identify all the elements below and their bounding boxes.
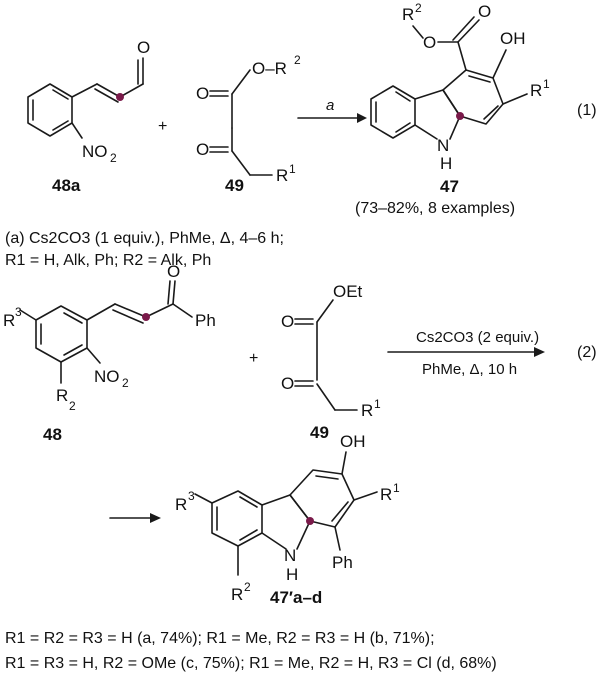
ester-O-R2: O–R [252, 59, 287, 78]
substituent-R3: R [175, 495, 187, 514]
reactive-site-marker [116, 93, 124, 101]
atom-O: O [196, 140, 209, 159]
substituent-R2: R [56, 386, 68, 405]
conditions-line-2: R1 = H, Alk, Ph; R2 = Alk, Ph [5, 252, 211, 269]
molecule-47-prime: R 3 R 2 N H OH R 1 Ph 47′a–d [175, 432, 400, 607]
conditions-block-1: (a) Cs2CO3 (1 equiv.), PhMe, Δ, 4–6 h; R… [5, 230, 284, 269]
atom-N: N [284, 546, 296, 565]
reactive-site-marker [306, 517, 314, 525]
arrow-conditions-label: PhMe, Δ, 10 h [422, 361, 517, 378]
yields-block-2: R1 = R2 = R3 = H (a, 74%); R1 = Me, R2 =… [5, 630, 497, 672]
conditions-line-1: (a) Cs2CO3 (1 equiv.), PhMe, Δ, 4–6 h; [5, 230, 284, 247]
compound-label-48: 48 [43, 425, 62, 444]
phenyl-Ph: Ph [195, 311, 216, 330]
yields-line-1: R1 = R2 = R3 = H (a, 74%); R1 = Me, R2 =… [5, 630, 435, 647]
superscript-2: 2 [415, 1, 422, 15]
plus-sign-2: + [249, 350, 258, 367]
hydroxyl-OH: OH [500, 29, 526, 48]
atom-N: N [437, 136, 449, 155]
equation-number-2: (2) [577, 344, 597, 361]
superscript-1: 1 [393, 481, 400, 495]
atom-O: O [281, 374, 294, 393]
substituent-R2: R [402, 5, 414, 24]
superscript-1: 1 [543, 77, 550, 91]
molecule-48a: O NO 2 48a [27, 38, 150, 195]
yield-summary-1: (73–82%, 8 examples) [355, 200, 515, 217]
superscript-2: 2 [244, 580, 251, 594]
substituent-R1: R [361, 401, 373, 420]
plus-sign-1: + [158, 118, 167, 135]
atom-NH-H: H [440, 154, 452, 173]
compound-label-47-prime: 47′a–d [270, 588, 322, 607]
atom-O: O [196, 84, 209, 103]
yields-line-2: R1 = R3 = H, R2 = OMe (c, 75%); R1 = Me,… [5, 655, 497, 672]
atom-NH-H: H [286, 565, 298, 584]
subscript-2: 2 [122, 376, 129, 390]
molecule-49-a: O O–R 2 O R 1 49 [196, 53, 301, 195]
superscript-3: 3 [15, 305, 22, 319]
atom-NO2: NO [82, 142, 108, 161]
hydroxyl-OH: OH [340, 432, 366, 451]
arrow-label-a: a [326, 97, 334, 114]
compound-label-49: 49 [310, 423, 329, 442]
substituent-R1: R [276, 166, 288, 185]
reactive-site-marker [456, 112, 464, 120]
molecule-49-b: O OEt O R 1 49 [281, 282, 381, 442]
compound-label-48a: 48a [52, 176, 81, 195]
reaction-arrow-2: Cs2CO3 (2 equiv.) PhMe, Δ, 10 h [387, 329, 545, 378]
atom-O: O [137, 38, 150, 57]
phenyl-Ph: Ph [332, 553, 353, 572]
equation-number-1: (1) [577, 102, 597, 119]
superscript-2: 2 [294, 53, 301, 67]
atom-NO2: NO [94, 367, 120, 386]
atom-O: O [478, 2, 491, 21]
superscript-1: 1 [374, 397, 381, 411]
ester-OEt: OEt [333, 282, 363, 301]
molecule-48: R 3 R 2 NO 2 O Ph 48 [3, 262, 216, 444]
compound-label-47: 47 [440, 177, 459, 196]
superscript-1: 1 [289, 162, 296, 176]
molecule-47: N H O O R 2 OH R 1 47 (73–82%, 8 example… [355, 1, 550, 217]
arrow-reagent-label: Cs2CO3 (2 equiv.) [416, 329, 539, 346]
superscript-2: 2 [69, 399, 76, 413]
reaction-arrow-1: a [297, 97, 367, 123]
subscript-2: 2 [110, 151, 117, 165]
substituent-R1: R [380, 485, 392, 504]
substituent-R3: R [3, 311, 15, 330]
atom-O: O [167, 262, 180, 281]
reactive-site-marker [142, 313, 150, 321]
substituent-R1: R [530, 81, 542, 100]
atom-O: O [423, 33, 436, 52]
atom-O: O [281, 312, 294, 331]
superscript-3: 3 [188, 489, 195, 503]
compound-label-49: 49 [225, 176, 244, 195]
substituent-R2: R [231, 585, 243, 604]
reaction-arrow-3 [109, 513, 161, 523]
